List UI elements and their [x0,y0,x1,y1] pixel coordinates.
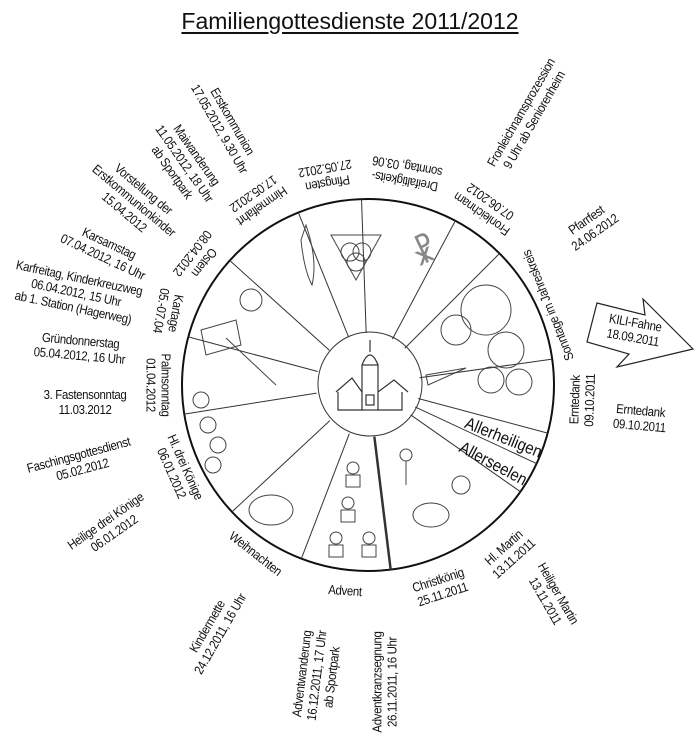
segment-dividers [184,199,553,570]
nativity-illustration [248,494,294,526]
segment-divider [297,212,349,337]
apple-icon [505,368,533,396]
martin-horse-illustration [412,502,450,528]
segment-divider [410,414,521,493]
cross-icon [200,319,242,356]
segment-divider [188,336,318,373]
kings-illustration [199,416,227,474]
segment-divider [418,397,548,434]
segment-divider [414,406,537,465]
sun-icon [239,288,263,312]
segment-divider [300,433,350,559]
segment-divider [184,392,317,415]
segment-divider [373,436,392,570]
chi-rho-icon: ☧ [405,229,443,273]
children-illustration [460,284,512,336]
advent-candles [328,461,377,558]
page-title: Familiengottesdienste 2011/2012 [181,8,519,34]
trinity-triangle-icon [330,234,382,282]
segment-divider [404,253,500,349]
segment-divider [231,420,331,513]
carrot-icon [425,367,467,386]
segment-divider [229,260,330,351]
child-figure [399,448,413,462]
ring-label-advent: Advent [327,581,363,599]
dove-icon [300,223,315,287]
outer-circle [181,198,555,572]
church-icon [335,340,409,411]
tomato-icon [477,366,505,394]
kili-fahne-arrow-icon [586,297,695,369]
segment-divider [391,220,456,340]
palm-sunday-child [192,391,210,409]
